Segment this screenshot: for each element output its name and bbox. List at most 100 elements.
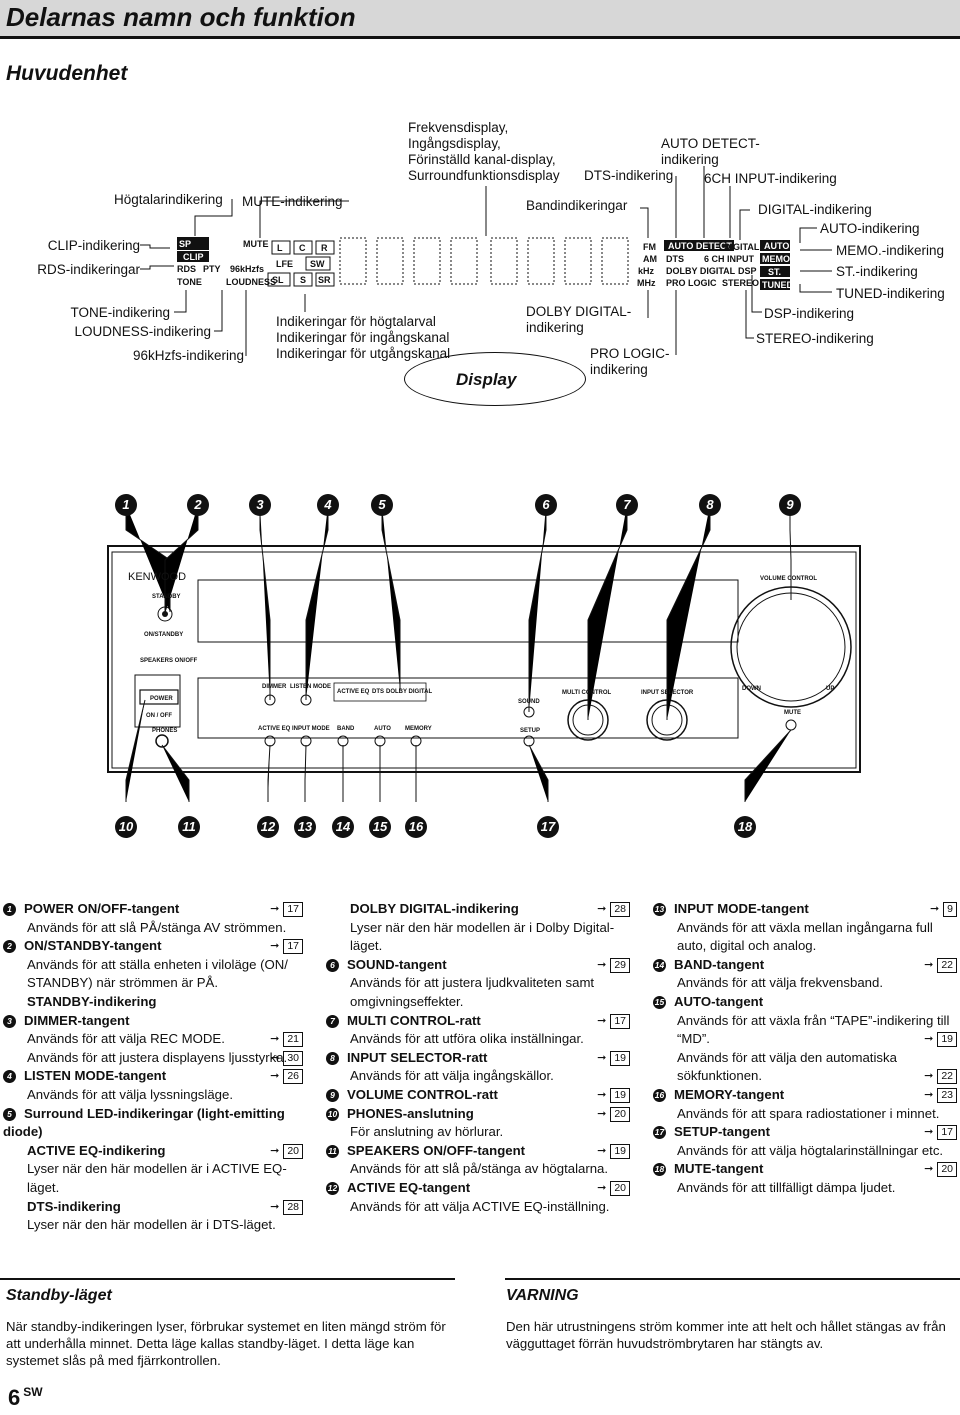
header-rule bbox=[0, 36, 960, 39]
desc-item-text: Används för att ställa enheten i viloläg… bbox=[27, 956, 288, 991]
down-label: DOWN bbox=[742, 686, 761, 692]
lcd-sp: SP bbox=[179, 239, 191, 249]
label-freq-3: Förinställd kanal-display, bbox=[408, 152, 556, 167]
page-ref: ➞20 bbox=[597, 1105, 630, 1124]
callout-8: 8 bbox=[699, 494, 721, 516]
label-autodetect-2: indikering bbox=[661, 152, 719, 167]
page-ref: ➞19 bbox=[597, 1086, 630, 1105]
page-ref: ➞20 bbox=[924, 1160, 957, 1179]
speakers-label: SPEAKERS ON/OFF bbox=[140, 658, 198, 664]
label-rds: RDS-indikeringar bbox=[37, 262, 140, 277]
page-ref: ➞22 bbox=[924, 1067, 957, 1086]
lcd-tone: TONE bbox=[177, 277, 202, 287]
activeeq-led-label: ACTIVE EQ bbox=[337, 689, 370, 695]
label-freq-4: Surroundfunktionsdisplay bbox=[408, 168, 560, 183]
lcd-segments bbox=[339, 237, 629, 285]
up-label: UP bbox=[826, 686, 834, 692]
label-speaker-select: Indikeringar för högtalarval bbox=[276, 314, 436, 329]
label-prologic-1: PRO LOGIC- bbox=[590, 346, 670, 361]
page-ref: ➞9 bbox=[930, 900, 957, 919]
volume-label: VOLUME CONTROL bbox=[760, 576, 817, 582]
desc-item-text: Används för att utföra olika inställning… bbox=[350, 1031, 584, 1047]
label-display: Display bbox=[456, 370, 517, 389]
lcd-l: L bbox=[277, 243, 283, 253]
lcd-auto: AUTO bbox=[764, 241, 789, 251]
standby-rule bbox=[0, 1278, 455, 1280]
phones-label: PHONES bbox=[152, 728, 177, 734]
callout-12: 12 bbox=[257, 816, 279, 838]
desc-number-badge: 17 bbox=[653, 1126, 666, 1140]
receiver-front-panel bbox=[107, 505, 861, 802]
callout-9: 9 bbox=[779, 494, 801, 516]
lcd-clip: CLIP bbox=[183, 252, 204, 262]
label-6ch: 6CH INPUT-indikering bbox=[704, 171, 837, 186]
callout-10: 10 bbox=[115, 816, 137, 838]
page-ref: ➞23 bbox=[924, 1086, 957, 1105]
lcd-prologic: PRO LOGIC bbox=[666, 278, 717, 288]
callout-17: 17 bbox=[537, 816, 559, 838]
dolby-led-label: DOLBY DIGITAL bbox=[386, 689, 432, 695]
label-output-channel: Indikeringar för utgångskanal bbox=[276, 346, 451, 361]
label-memo: MEMO.-indikering bbox=[836, 243, 945, 258]
page-ref: ➞26 bbox=[270, 1067, 303, 1086]
display-ellipse bbox=[404, 352, 586, 406]
lcd-pty: PTY bbox=[203, 264, 221, 274]
page-ref: ➞19 bbox=[597, 1049, 630, 1068]
desc-item-text: Används för att växla från “TAPE”-indike… bbox=[653, 1012, 957, 1049]
multi-label: MULTI CONTROL bbox=[562, 690, 612, 696]
lcd-stereo: STEREO bbox=[722, 278, 759, 288]
label-dsp: DSP-indikering bbox=[764, 306, 855, 321]
mute-button-label: MUTE bbox=[784, 710, 801, 716]
desc-number-badge: 7 bbox=[326, 1014, 339, 1028]
lcd-tuned: TUNED bbox=[762, 280, 793, 290]
desc-item-text: Används för att spara radiostationer i m… bbox=[677, 1105, 940, 1121]
callout-13: 13 bbox=[294, 816, 316, 838]
desc-number-badge: 13 bbox=[653, 903, 666, 916]
label-96khz: 96kHzfs-indikering bbox=[132, 348, 244, 363]
lcd-rds: RDS bbox=[177, 264, 196, 274]
desc-item-text: Används för att växla mellan ingångarna … bbox=[677, 919, 933, 954]
memory-label: MEMORY bbox=[405, 726, 432, 732]
sound-label: SOUND bbox=[518, 699, 540, 705]
page-ref: ➞28 bbox=[270, 1198, 303, 1217]
listen-label: LISTEN MODE bbox=[290, 684, 331, 690]
callout-3: 3 bbox=[249, 494, 271, 516]
label-speaker: Högtalarindikering bbox=[114, 192, 223, 207]
page-ref: ➞17 bbox=[270, 937, 303, 956]
label-freq-2: Ingångsdisplay, bbox=[408, 136, 501, 151]
callout-14: 14 bbox=[332, 816, 354, 838]
desc-item-text: Används för att justera displayens ljuss… bbox=[3, 1049, 303, 1068]
varning-title: VARNING bbox=[506, 1287, 579, 1304]
lcd-st: ST. bbox=[768, 267, 781, 277]
desc-item-text: Används för att välja ingångskällor. bbox=[350, 1068, 554, 1084]
desc-number-badge: 3 bbox=[3, 1014, 16, 1028]
callout-18: 18 bbox=[734, 816, 756, 838]
section-title: Huvudenhet bbox=[6, 62, 128, 85]
callout-16: 16 bbox=[405, 816, 427, 838]
desc-number-badge: 14 bbox=[653, 958, 666, 972]
desc-number-badge: 4 bbox=[3, 1070, 16, 1084]
label-tuned: TUNED-indikering bbox=[836, 286, 945, 301]
callout-5: 5 bbox=[371, 494, 393, 516]
desc-item-text: Används för att slå på/stänga av högtala… bbox=[350, 1161, 609, 1177]
label-clip: CLIP-indikering bbox=[47, 238, 140, 253]
label-freq-1: Frekvensdisplay, bbox=[408, 120, 509, 135]
band-label: BAND bbox=[337, 726, 355, 732]
label-autodetect-1: AUTO DETECT- bbox=[661, 136, 760, 151]
page-ref: ➞17 bbox=[924, 1123, 957, 1142]
label-digital: DIGITAL-indikering bbox=[758, 202, 872, 217]
desc-item-text: Lyser när den här modellen är i DTS-läge… bbox=[27, 1217, 276, 1233]
lcd-fm: FM bbox=[643, 242, 656, 252]
